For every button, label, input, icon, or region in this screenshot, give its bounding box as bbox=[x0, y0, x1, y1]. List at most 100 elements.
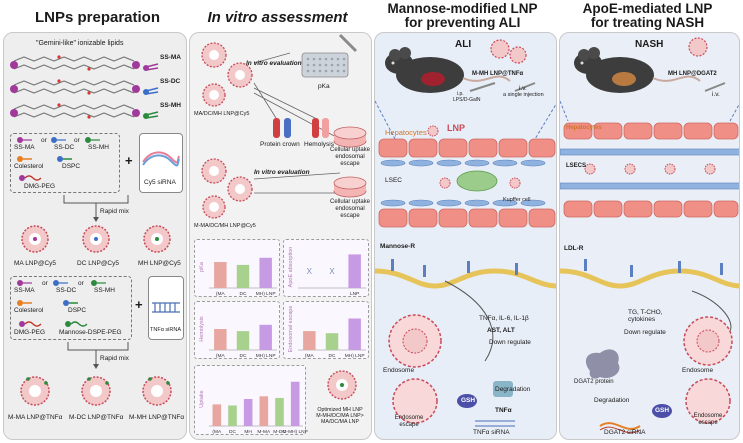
chart-tick-label: (MA bbox=[212, 429, 222, 435]
chart-bar-m-mh-lnp bbox=[290, 381, 300, 426]
formulation-2-or-1: or bbox=[42, 280, 48, 287]
endosome-escape-label: Endosome escape bbox=[389, 415, 429, 429]
uptake-label-1-line2: endosomal escape bbox=[335, 153, 365, 167]
formulation-2-mannose-peg: Mannose-DSPE-PEG bbox=[59, 329, 122, 336]
chart-ylabel: Uptake bbox=[199, 390, 205, 407]
chart-ylabel: pKa bbox=[199, 261, 205, 272]
optimized-label-line2: M-MH/DC/MA LNP> bbox=[316, 413, 364, 420]
chart-tick-label: (MA bbox=[216, 291, 226, 297]
lnp-label: LNP bbox=[447, 123, 465, 133]
optimized-label: Optimized MH LNP M-MH/DC/MA LNP> MA/DC/M… bbox=[308, 407, 371, 426]
endosome-escape-nash-line2: escape bbox=[698, 419, 718, 426]
header-lnps-preparation: LNPs preparation bbox=[34, 9, 161, 26]
lps-dgaln-label: LPS/D-GalN bbox=[453, 97, 481, 103]
m-lnp-cy5-label: M-MA/DC/MH LNP@Cy5 bbox=[194, 223, 256, 229]
formulation-2-dspc: DSPC bbox=[68, 307, 87, 314]
chart-bar-mh-lnp bbox=[348, 254, 361, 288]
degradation-label-nash: Degradation bbox=[594, 397, 630, 404]
cargo-box-tnf-sirna bbox=[148, 276, 184, 340]
pka-label: pKa bbox=[318, 83, 330, 90]
enzymes-label: AST, ALT bbox=[487, 327, 515, 334]
cargo-tnf-sirna-label: TNFα siRNA bbox=[150, 327, 181, 333]
nash-membrane-illustration bbox=[560, 259, 739, 434]
plus-sign-2: + bbox=[135, 297, 143, 312]
tnf-sirna-icon bbox=[152, 302, 180, 313]
product-m-mh-lnp-tnf: M-MH LNP@TNFα bbox=[129, 414, 185, 421]
chart-bar-ma bbox=[214, 261, 227, 288]
endosome-escape-line1: Endosome bbox=[394, 415, 424, 421]
lnp-cy5-label: MA/DC/MH LNP@Cy5 bbox=[194, 111, 250, 117]
tnf-sirna-label: TNFα siRNA bbox=[473, 429, 510, 436]
endosome-escape-nash-line1: Endosome bbox=[693, 413, 723, 419]
formulation-1-ss-mh: SS-MH bbox=[88, 144, 109, 151]
single-injection-label: a single injection bbox=[503, 92, 544, 98]
chart-tick-label: DC bbox=[329, 353, 336, 359]
header-apoe-line1: ApoE-mediated LNP bbox=[582, 1, 713, 16]
chart-bar-m-dc bbox=[275, 397, 284, 426]
rapid-mix-arrow-2 bbox=[67, 342, 129, 369]
uptake-label-1: Cellular uptake endosomal escape bbox=[328, 147, 371, 168]
chart-tick-label: LNP bbox=[350, 291, 359, 297]
chart-bar-ma bbox=[303, 331, 316, 350]
formulation-1-dspc: DSPC bbox=[62, 163, 81, 170]
optimized-label-line1: Optimized MH LNP bbox=[317, 407, 363, 413]
down-regulate-label: Down regulate bbox=[489, 339, 531, 346]
formulation-1-dmg-peg: DMG-PEG bbox=[24, 183, 56, 190]
lipids-line2: cytokines bbox=[628, 316, 656, 323]
formulation-1-cholesterol: Colesterol bbox=[14, 163, 44, 170]
formulation-2-ss-mh: SS-MH bbox=[94, 287, 115, 294]
formulation-2-ss-ma: SS-MA bbox=[14, 287, 35, 294]
formulation-1-or-2: or bbox=[74, 137, 80, 144]
mh-lnp-dgat2-label: MH LNP@DGAT2 bbox=[668, 71, 717, 77]
rapid-mix-label-1: Rapid mix bbox=[100, 208, 129, 215]
uptake-label-2-line2: endosomal escape bbox=[335, 205, 365, 219]
chart-bar-ma bbox=[214, 329, 227, 350]
formulation-2-cholesterol: Colesterol bbox=[14, 307, 44, 314]
iv-label: i.v. bbox=[519, 85, 527, 92]
product-m-ma-lnp-tnf: M-MA LNP@TNFα bbox=[8, 414, 63, 421]
chart-tick-label: (MA bbox=[216, 353, 226, 359]
header-mannose-lnp: Mannose-modified LNP for preventing ALI bbox=[375, 1, 550, 30]
lnp-cy5-particles bbox=[21, 225, 171, 253]
in-vitro-eval-label-2: In vitro evaluation bbox=[254, 169, 310, 176]
header-mannose-line1: Mannose-modified LNP bbox=[387, 1, 538, 16]
in-vitro-eval-label-1: In vitro evaluation bbox=[246, 60, 302, 67]
chart-marker: X bbox=[329, 267, 335, 276]
panel-in-vitro-assessment: In vitro evaluation pKa MA/DC/MH LNP@Cy5… bbox=[189, 32, 372, 440]
ali-membrane-illustration bbox=[375, 259, 556, 427]
panel-apoe-nash: NASH MH LNP@DGAT2 i.v. Hepatocytes LSECS… bbox=[559, 32, 740, 440]
gemini-lipids-title: "Gemini-like" ionizable lipids bbox=[36, 40, 124, 47]
ip-label: i.p. bbox=[457, 91, 464, 97]
chart-tick-label: DC bbox=[240, 291, 247, 297]
chart-tick-label: MH) LNP bbox=[256, 291, 276, 297]
chart-ylabel: Hemolysis bbox=[199, 316, 205, 342]
chart-tick-label: M-MH) LNP bbox=[283, 429, 308, 435]
chart-bar-dc bbox=[236, 264, 250, 288]
chart-bar-m-ma bbox=[259, 396, 269, 426]
optimized-label-line3: MA/DC/MA LNP bbox=[321, 419, 359, 426]
chart-tick-label: DC bbox=[240, 353, 247, 359]
endosome-escape-line2: escape bbox=[399, 421, 419, 428]
down-regulate-label-nash: Down regulate bbox=[624, 329, 666, 336]
chart-bar-mh-lnp bbox=[259, 257, 272, 288]
lipid-label-ss-ma: SS-MA bbox=[160, 54, 181, 61]
nash-tissue-illustration bbox=[560, 100, 739, 218]
formulation-1-or-1: or bbox=[41, 137, 47, 144]
chart-tick-label: DC bbox=[229, 429, 236, 435]
formulation-box-1 bbox=[10, 133, 120, 193]
formulation-2-dmg-peg: DMG-PEG bbox=[14, 329, 46, 336]
rapid-mix-arrow-1 bbox=[63, 195, 129, 222]
formulation-1-ss-ma: SS-MA bbox=[14, 144, 35, 151]
chart-tick-label: MH) LNP bbox=[345, 353, 365, 359]
chart-marker: X bbox=[307, 267, 313, 276]
chart-bar-dc bbox=[228, 405, 237, 426]
protein-crown-label: Protein crown bbox=[260, 141, 300, 148]
liver-tissue-illustration bbox=[375, 100, 556, 228]
chart-bar-dc bbox=[325, 333, 339, 350]
chart-tick-label: MH bbox=[244, 429, 252, 435]
rapid-mix-label-2: Rapid mix bbox=[100, 355, 129, 362]
degradation-label: Degradation bbox=[495, 386, 531, 393]
formulation-1-ss-dc: SS-DC bbox=[54, 144, 75, 151]
